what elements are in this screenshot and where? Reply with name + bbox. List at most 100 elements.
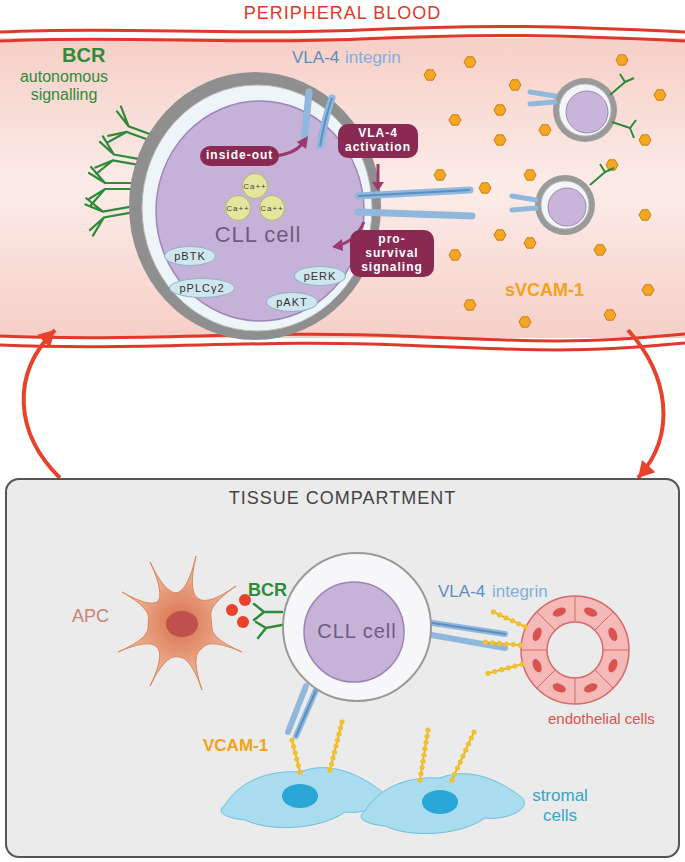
node-text: CLL cell — [215, 222, 302, 248]
shape — [452, 732, 474, 780]
shape — [460, 753, 465, 758]
shape — [332, 749, 337, 754]
illustration-part — [426, 622, 505, 634]
shape — [417, 777, 422, 782]
illustration-part — [0, 343, 685, 350]
illustration-part — [566, 91, 608, 133]
shape — [491, 609, 496, 614]
svcam-hexagon — [479, 183, 491, 193]
migration-arrow — [24, 330, 60, 478]
shape — [425, 727, 430, 732]
cll-cell: CLL cell — [282, 552, 432, 702]
shape — [421, 752, 426, 757]
label: integrin — [345, 48, 401, 68]
svcam-hexagon — [509, 80, 521, 90]
shape — [595, 670, 613, 688]
shape — [485, 671, 490, 676]
shape — [420, 759, 425, 764]
shape — [338, 725, 343, 730]
shape — [595, 612, 613, 630]
label: VCAM-1 — [203, 736, 268, 756]
shape — [510, 618, 515, 623]
shape — [607, 626, 620, 642]
bcr-receptor — [84, 191, 132, 236]
shape — [504, 641, 509, 646]
shape — [418, 771, 423, 776]
cell-part — [297, 136, 308, 149]
cell-part — [304, 582, 404, 682]
cell-part — [156, 101, 364, 321]
shape — [292, 740, 300, 772]
shape — [483, 640, 488, 645]
illustration-part — [422, 790, 458, 814]
shape — [289, 737, 294, 742]
arrow-line — [628, 330, 663, 478]
shape — [296, 763, 301, 768]
node-text: pBTK — [174, 250, 206, 262]
process-pill: inside-out — [200, 146, 279, 166]
shape — [333, 743, 338, 748]
cell-part — [372, 182, 384, 191]
shape — [463, 747, 468, 752]
shape — [293, 750, 298, 755]
illustration-part — [548, 188, 586, 226]
illustration-part — [530, 92, 555, 104]
cll-cell: CLL cellinside-outCa++Ca++Ca++pBTKpPLCγ2… — [128, 70, 388, 342]
shape — [506, 665, 511, 670]
svcam-hexagon — [519, 317, 531, 327]
endothelial-vessel — [521, 596, 629, 704]
tissue-ground — [5, 478, 680, 858]
phospho-protein: pPLCγ2 — [169, 278, 234, 298]
illustration-part — [361, 774, 524, 834]
shape — [551, 606, 567, 619]
shape — [521, 596, 629, 704]
svcam-hexagon — [604, 310, 616, 320]
label: autonomous signalling — [12, 68, 116, 104]
svcam-hexagon — [594, 245, 606, 255]
bcr-receptor — [89, 167, 131, 205]
label: VLA-4 — [438, 582, 485, 602]
shape — [537, 670, 555, 688]
shape — [531, 658, 544, 674]
shape — [488, 664, 522, 673]
shape — [422, 746, 427, 751]
node-text: PERIPHERAL BLOOD — [0, 3, 685, 24]
shape — [327, 767, 332, 772]
shape — [575, 678, 576, 704]
illustration-part — [5, 478, 680, 858]
illustration-part — [0, 35, 685, 41]
cell-part — [377, 164, 380, 184]
process-pill: pro-survival signaling — [350, 230, 434, 277]
svcam-hexagon — [494, 230, 506, 240]
phospho-protein: pBTK — [164, 246, 216, 266]
svcam-hexagon — [494, 135, 506, 145]
shape — [516, 621, 521, 626]
svcam-hexagon — [494, 105, 506, 115]
svcam-hexagon — [524, 170, 536, 180]
label: integrin — [492, 582, 548, 602]
cell-part — [332, 239, 343, 251]
shape — [607, 658, 620, 674]
cell-part — [129, 72, 381, 340]
illustration-part — [0, 26, 685, 32]
shape — [492, 669, 497, 674]
cell-part — [358, 190, 470, 196]
stroke — [89, 167, 131, 205]
calcium-ion: Ca++ — [259, 195, 285, 221]
illustration-part — [256, 622, 282, 638]
shape — [575, 596, 576, 622]
svcam-hexagon — [639, 210, 651, 220]
shape — [497, 641, 502, 646]
arrow-head — [37, 330, 55, 348]
label: stromal cells — [515, 786, 605, 826]
migration-arrow — [628, 330, 663, 478]
process-pill: VLA-4 activation — [338, 124, 418, 158]
label: APC — [72, 606, 109, 627]
shape — [521, 650, 547, 651]
illustration-part — [553, 78, 617, 142]
illustration-part — [590, 164, 614, 185]
shape — [423, 740, 428, 745]
shape — [518, 643, 523, 648]
node-text: Ca++ — [226, 204, 250, 213]
node-text: pro-survival signaling — [356, 233, 428, 274]
